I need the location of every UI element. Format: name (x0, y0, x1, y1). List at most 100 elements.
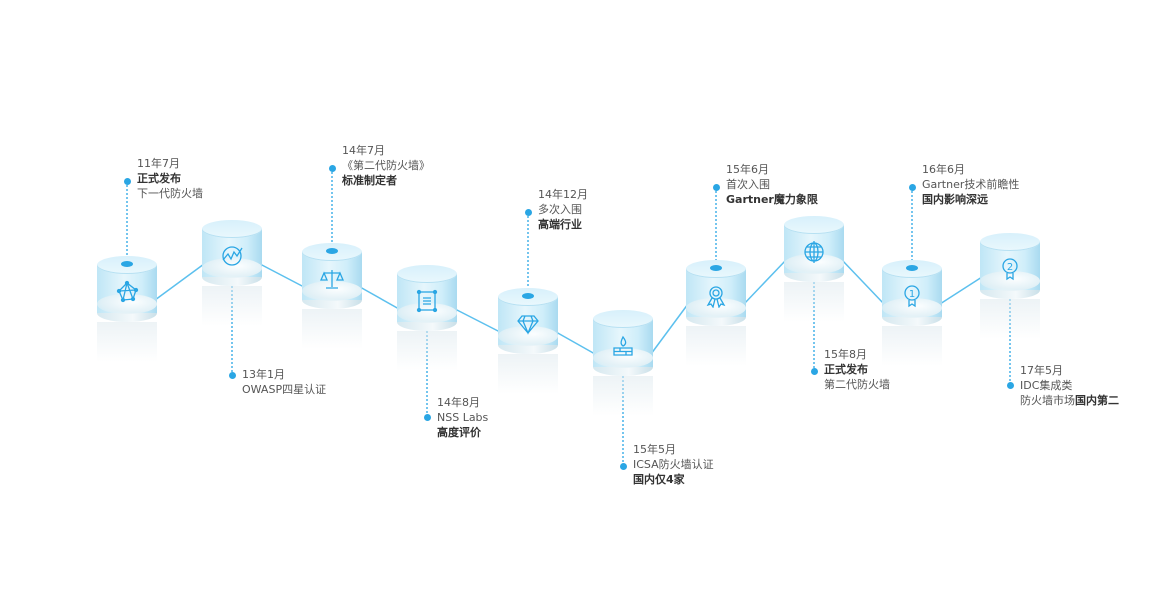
leader-cap (522, 293, 534, 299)
milestone-label-line: Gartner魔力象限 (726, 192, 818, 207)
cylinder-reflection (498, 354, 558, 394)
cylinder-reflection (784, 282, 844, 322)
connector-line (650, 303, 689, 355)
cylinder-top (397, 265, 457, 283)
cylinder-shade (784, 254, 844, 274)
connector-line (154, 263, 205, 301)
cylinder-shade (202, 258, 262, 278)
milestone-label-line: 15年6月 (726, 162, 818, 177)
connector-line (454, 308, 501, 333)
cylinder-reflection (593, 376, 653, 416)
milestone-label-line: 首次入围 (726, 177, 818, 192)
milestone-cylinder (593, 310, 653, 416)
cylinder-top (980, 233, 1040, 251)
milestone-label: 15年8月正式发布第二代防火墙 (824, 347, 890, 392)
cylinder-shade (980, 271, 1040, 291)
connector-line (259, 263, 305, 288)
milestone-text-highlight: 国内第二 (1075, 394, 1119, 407)
cylinder-shade (97, 294, 157, 314)
milestone-text: 《第二代防火墙》 (342, 159, 430, 172)
milestone-label-line: 下一代防火墙 (137, 186, 203, 201)
cylinder-reflection (686, 326, 746, 366)
connector-line (359, 286, 400, 310)
milestone-text: 下一代防火墙 (137, 187, 203, 200)
cylinder-reflection (202, 286, 262, 326)
cylinder-reflection (302, 309, 362, 349)
leader-cap (906, 265, 918, 271)
milestone-cylinder (686, 260, 746, 366)
leader-dot (423, 413, 431, 421)
milestone-text: 多次入围 (538, 203, 582, 216)
milestone-text: 高度评价 (437, 426, 481, 439)
milestone-label-line: 15年5月 (633, 442, 714, 457)
milestone-date: 16年6月 (922, 163, 965, 176)
cylinder-top (784, 216, 844, 234)
milestone-date: 13年1月 (242, 368, 285, 381)
milestone-label-line: 多次入围 (538, 202, 588, 217)
medal-2-icon: 2 (1002, 258, 1018, 281)
milestone-label-line: 防火墙市场国内第二 (1020, 393, 1119, 408)
milestone-date: 14年7月 (342, 144, 385, 157)
cylinder-shade (302, 281, 362, 301)
leader-dot (524, 208, 532, 216)
milestone-text: OWASP四星认证 (242, 383, 327, 396)
cylinder-shade (397, 303, 457, 323)
globe-icon (804, 241, 824, 263)
cylinder-shade (686, 298, 746, 318)
milestone-date: 15年6月 (726, 163, 769, 176)
milestone-label-line: NSS Labs (437, 410, 488, 425)
cylinder-reflection (980, 299, 1040, 339)
milestone-label-line: 14年12月 (538, 187, 588, 202)
milestone-text: 正式发布 (824, 363, 868, 376)
leader-dot (1006, 381, 1014, 389)
milestone-cylinder (302, 243, 362, 349)
milestone-label-line: 正式发布 (137, 171, 203, 186)
milestone-label-line: 国内仅4家 (633, 472, 714, 487)
cylinder-top (593, 310, 653, 328)
milestone-date: 14年8月 (437, 396, 480, 409)
network-polyhedron-icon (116, 280, 139, 303)
milestone-label-line: 14年8月 (437, 395, 488, 410)
svg-text:2: 2 (1007, 262, 1013, 273)
milestone-label-line: OWASP四星认证 (242, 382, 326, 397)
cylinder-reflection (97, 322, 157, 362)
medal-1-icon: 1 (904, 285, 920, 308)
milestone-label-line: 15年8月 (824, 347, 890, 362)
milestone-date: 14年12月 (538, 188, 588, 201)
milestone-date: 15年5月 (633, 443, 676, 456)
milestone-text: 国内仅4家 (633, 473, 685, 486)
milestone-date: 15年8月 (824, 348, 867, 361)
leader-cap (710, 265, 722, 271)
milestone-text: 防火墙市场 (1020, 394, 1075, 407)
milestone-label-line: 标准制定者 (342, 173, 430, 188)
milestone-date: 11年7月 (137, 157, 180, 170)
milestone-text: 国内影响深远 (922, 193, 988, 206)
diamond-icon (517, 315, 539, 335)
leader-dot (810, 367, 818, 375)
cylinder-shade (882, 298, 942, 318)
connector-line (555, 331, 596, 355)
milestone-cylinder (97, 256, 157, 362)
leader-dot (908, 183, 916, 191)
milestone-text: 正式发布 (137, 172, 181, 185)
milestone-cylinder (498, 288, 558, 394)
milestone-label-line: 11年7月 (137, 156, 203, 171)
milestone-label-line: 17年5月 (1020, 363, 1119, 378)
milestone-cylinder (784, 216, 844, 322)
milestone-label-line: 高度评价 (437, 425, 488, 440)
milestone-label: 11年7月正式发布下一代防火墙 (137, 156, 203, 201)
milestone-cylinder: 1 (882, 260, 942, 366)
milestone-label-line: ICSA防火墙认证 (633, 457, 714, 472)
milestone-label-line: 《第二代防火墙》 (342, 158, 430, 173)
milestone-label-line: IDC集成类 (1020, 378, 1119, 393)
leader-dot (123, 177, 131, 185)
cylinder-top (202, 220, 262, 238)
firewall-icon (613, 335, 633, 356)
leader-dot (712, 183, 720, 191)
